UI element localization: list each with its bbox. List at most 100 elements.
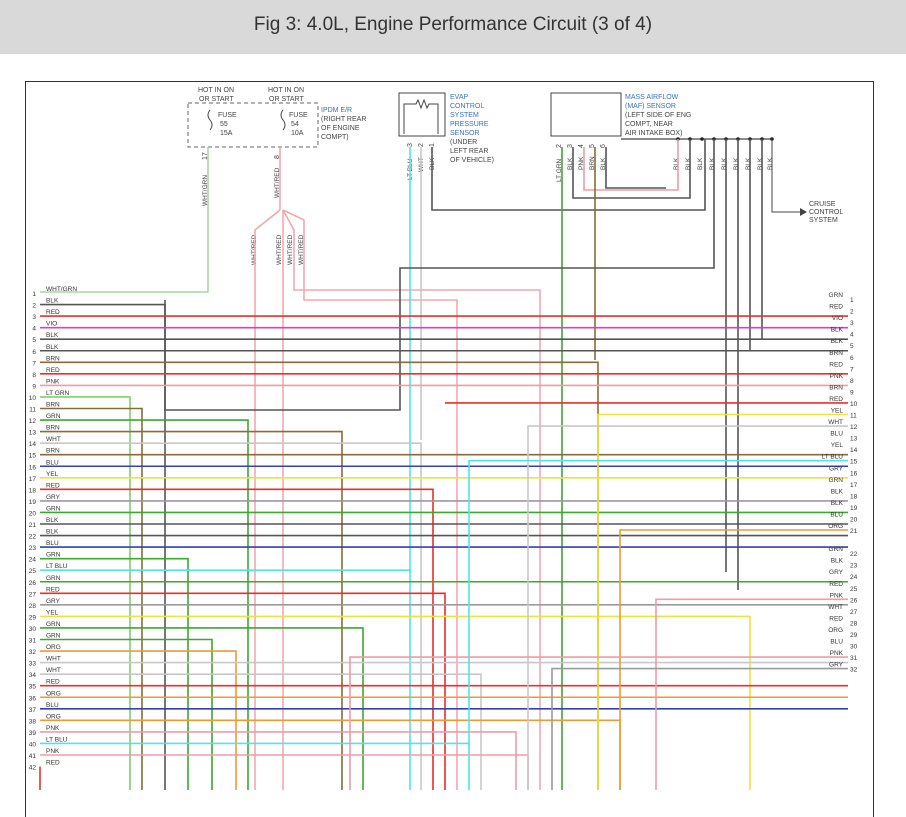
- right-wire-32: [551, 667, 848, 790]
- right-row-color-26: PNK: [830, 592, 844, 599]
- ipdm-hot1-line2: OR START: [199, 96, 234, 103]
- ipdm-hot1-line1: HOT IN ON: [198, 87, 234, 94]
- maf-loc-3: AIR INTAKE BOX): [625, 130, 682, 137]
- ipdm-loc3: COMPT): [321, 134, 349, 141]
- right-row-color-2: RED: [829, 304, 843, 311]
- fuse54-label: FUSE: [289, 112, 308, 119]
- left-row-num-1: 1: [32, 291, 36, 298]
- right-row-color-28: RED: [829, 615, 843, 622]
- right-row-num-6: 6: [850, 355, 854, 362]
- right-row-color-14: YEL: [831, 442, 844, 449]
- left-wire-18: [40, 488, 434, 790]
- ipdm-loc2: OF ENGINE: [321, 125, 360, 132]
- evap-pin-1: 1: [429, 143, 436, 147]
- right-row-color-11: YEL: [831, 408, 844, 415]
- left-row-num-35: 35: [29, 684, 37, 691]
- left-row-color-9: PNK: [46, 378, 60, 385]
- right-row-num-22: 22: [850, 551, 858, 558]
- left-row-color-1: WHT/GRN: [46, 286, 77, 293]
- right-wire-26: [655, 598, 848, 790]
- right-row-num-7: 7: [850, 366, 854, 373]
- right-row-color-4: BLK: [831, 327, 844, 334]
- right-row-color-22: GRN: [829, 546, 844, 553]
- right-row-num-13: 13: [850, 436, 858, 443]
- right-row-color-29: ORG: [828, 627, 843, 634]
- left-row-color-4: VIO: [46, 321, 57, 328]
- wire-gnd-a: [164, 139, 715, 411]
- right-row-color-31: PNK: [830, 650, 844, 657]
- evap-pin-2: 2: [418, 143, 425, 147]
- right-row-color-17: GRN: [829, 477, 844, 484]
- fuse55-amp: 15A: [220, 130, 233, 137]
- right-row-num-32: 32: [850, 667, 858, 674]
- left-row-num-6: 6: [32, 349, 36, 356]
- left-wire-7: [40, 361, 599, 790]
- left-row-num-32: 32: [29, 649, 37, 656]
- left-row-color-39: PNK: [46, 725, 60, 732]
- left-row-num-17: 17: [29, 476, 37, 483]
- right-row-color-1: GRN: [829, 292, 844, 299]
- right-row-color-3: VIO: [832, 315, 843, 322]
- left-row-color-5: BLK: [46, 332, 59, 339]
- right-row-num-25: 25: [850, 586, 858, 593]
- maf-pin-6: 6: [600, 144, 607, 148]
- left-row-color-37: BLU: [46, 702, 59, 709]
- left-row-num-20: 20: [29, 510, 37, 517]
- left-row-color-12: GRN: [46, 413, 61, 420]
- right-row-num-21: 21: [850, 528, 858, 535]
- right-row-num-4: 4: [850, 332, 854, 339]
- right-wire-11: [597, 413, 848, 790]
- maf-pin-3: 3: [567, 144, 574, 148]
- left-row-num-23: 23: [29, 545, 37, 552]
- left-row-num-36: 36: [29, 695, 37, 702]
- left-row-num-13: 13: [29, 430, 37, 437]
- maf-loc-2: COMPT, NEAR: [625, 121, 673, 128]
- gnd-label-5: BLK: [721, 157, 728, 170]
- right-row-color-12: WHT: [828, 419, 843, 426]
- left-row-color-7: BRN: [46, 355, 60, 362]
- right-row-num-20: 20: [850, 516, 858, 523]
- right-wire-21: [619, 529, 848, 790]
- gnd-label-7: BLK: [745, 157, 752, 170]
- left-row-color-42: RED: [46, 760, 60, 767]
- ipdm-loc1: (RIGHT REAR: [321, 116, 366, 123]
- branch-label-4: WHT/RED: [298, 234, 305, 265]
- gnd-label-4: BLK: [709, 157, 716, 170]
- left-row-color-27: RED: [46, 586, 60, 593]
- left-row-num-10: 10: [29, 395, 37, 402]
- right-row-num-1: 1: [850, 297, 854, 304]
- left-row-num-3: 3: [32, 314, 36, 321]
- right-row-color-15: LT BLU: [822, 454, 844, 461]
- left-row-color-28: GRY: [46, 598, 61, 605]
- right-row-color-30: BLU: [830, 639, 843, 646]
- right-row-num-31: 31: [850, 655, 858, 662]
- right-row-num-11: 11: [850, 413, 857, 420]
- harness-wires: [39, 139, 848, 790]
- evap-sensor-box: [398, 92, 446, 137]
- wire-evap-1: [431, 139, 706, 211]
- evap-pin-3: 3: [407, 143, 414, 147]
- left-row-num-27: 27: [29, 591, 37, 598]
- wire-ipdm-17: [40, 147, 209, 293]
- maf-pin-5: 5: [589, 144, 596, 148]
- left-row-num-41: 41: [29, 753, 37, 760]
- ipdm-hot2-line1: HOT IN ON: [268, 87, 304, 94]
- left-row-color-16: BLU: [46, 459, 59, 466]
- branch-label-3: WHT/RED: [287, 234, 294, 265]
- left-wire-39: [40, 731, 517, 790]
- left-row-num-39: 39: [29, 730, 37, 737]
- gnd-label-6: BLK: [733, 157, 740, 170]
- left-row-num-37: 37: [29, 707, 37, 714]
- left-row-num-2: 2: [32, 303, 36, 310]
- right-row-num-9: 9: [850, 389, 854, 396]
- wire-branch-4: [282, 209, 458, 790]
- left-row-color-24: GRN: [46, 552, 61, 559]
- right-row-color-18: BLK: [831, 488, 844, 495]
- right-row-num-26: 26: [850, 597, 858, 604]
- left-row-color-26: GRN: [46, 575, 61, 582]
- right-row-num-16: 16: [850, 470, 858, 477]
- left-wire-12: [40, 419, 249, 790]
- maf-name-1: MASS AIRFLOW: [625, 94, 679, 101]
- left-row-color-11: BRN: [46, 402, 60, 409]
